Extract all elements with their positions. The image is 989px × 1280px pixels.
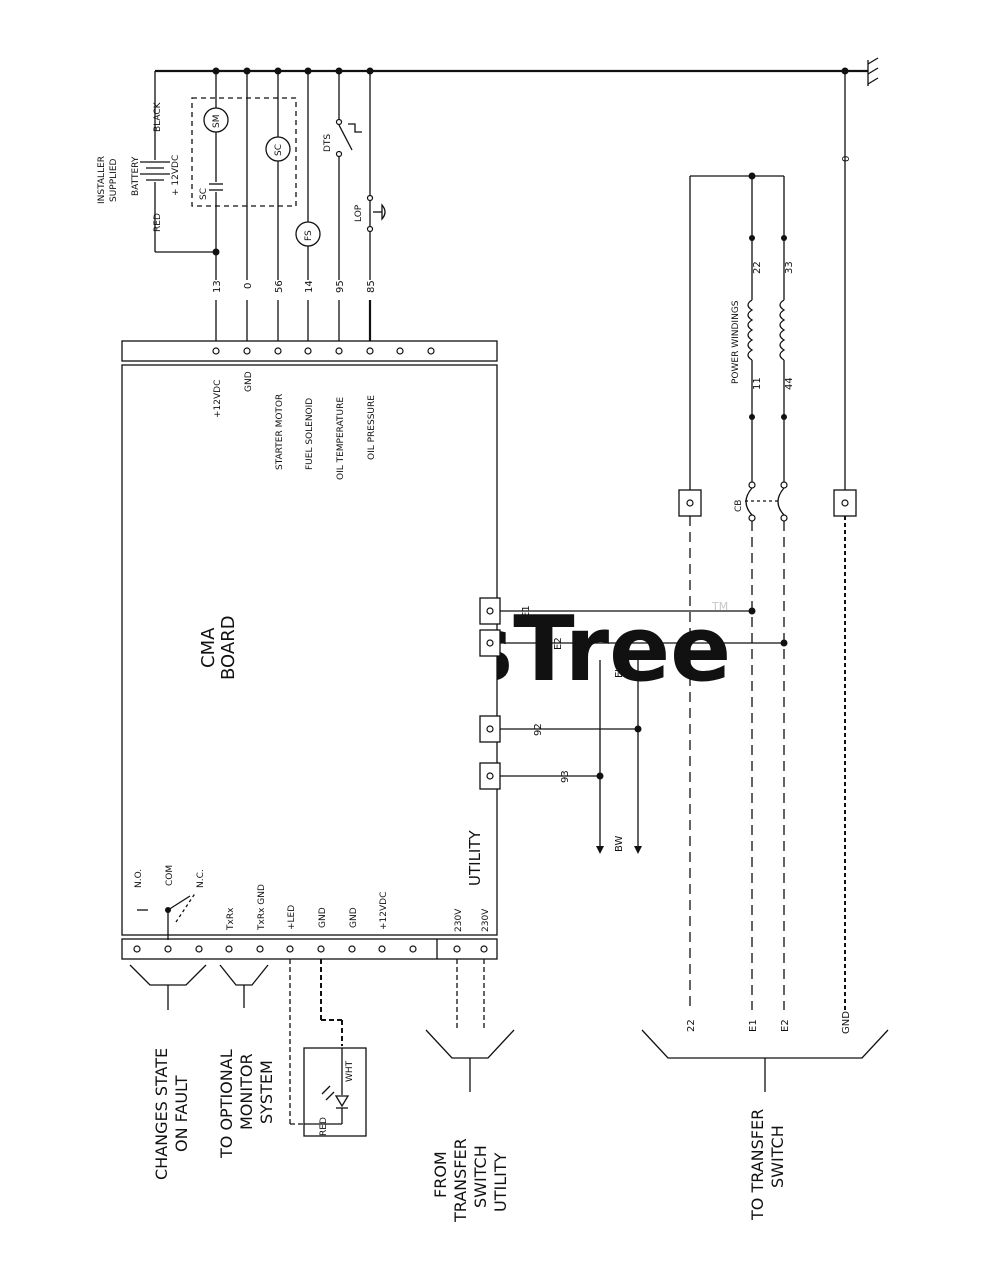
battery-installer: INSTALLER — [97, 156, 107, 204]
fault-relay-contact-icon — [137, 891, 197, 940]
windings-title: POWER WINDINGS — [731, 300, 741, 384]
monitor-line-1: TO OPTIONAL — [217, 1049, 236, 1159]
led-icon — [304, 1048, 350, 1125]
label-12vdc-bottom: +12VDC — [379, 892, 389, 930]
label-230v-2: 230V — [481, 908, 491, 932]
starter-contactor-box — [191, 97, 297, 207]
utility-label: UTILITY — [466, 829, 484, 886]
battery-supplied: SUPPLIED — [109, 158, 119, 202]
wire-95: 95 — [335, 280, 346, 293]
circuit-breaker-icon — [745, 481, 788, 522]
fault-bracket — [129, 964, 207, 1010]
battery-voltage: + 12VDC — [171, 155, 181, 196]
winding-coil-2 — [779, 299, 786, 361]
label-gnd-2: GND — [349, 907, 359, 928]
lop-switch-icon — [366, 194, 386, 233]
wire-0: 0 — [243, 283, 254, 289]
93-label: 93 — [560, 770, 571, 783]
board-title: CMA — [198, 627, 219, 668]
monitor-bracket — [219, 964, 269, 1008]
dts-label: DTS — [323, 134, 333, 152]
e2-label: E2 — [553, 637, 564, 650]
led-wht: WHT — [345, 1060, 355, 1082]
label-com: COM — [165, 865, 175, 886]
pin-label-oil-temperature: OIL TEMPERATURE — [336, 397, 346, 480]
winding-44: 44 — [784, 377, 795, 390]
battery-red: RED — [153, 213, 163, 232]
winding-11: 11 — [752, 377, 763, 390]
monitor-line-3: SYSTEM — [257, 1060, 276, 1124]
transfer-switch-bracket — [641, 1029, 889, 1092]
to-switch-line-2: SWITCH — [768, 1125, 787, 1188]
led-red: RED — [319, 1117, 329, 1136]
monitor-line-2: MONITOR — [237, 1053, 256, 1130]
battery-black: BLACK — [153, 101, 163, 132]
label-txrx: TxRx — [226, 907, 236, 931]
transfer-wire-22: 22 — [686, 1019, 697, 1032]
breaker-label: CB — [734, 500, 744, 512]
wire-85: 85 — [366, 280, 377, 293]
label-230v-1: 230V — [454, 908, 464, 932]
watermark-tm: TM — [711, 600, 728, 613]
label-no: N.O. — [134, 869, 144, 888]
to-switch-line-1: TO TRANSFER — [748, 1109, 767, 1221]
sc-relay-label: SC — [199, 188, 209, 200]
transfer-wire-gnd: GND — [841, 1011, 852, 1034]
battery-name: BATTERY — [131, 156, 141, 196]
sm-label: SM — [212, 115, 222, 128]
from-switch-line-2: TRANSFER — [451, 1138, 470, 1223]
winding-coil-1 — [747, 299, 754, 361]
dts-switch-icon — [335, 118, 362, 158]
ew-label: EW — [614, 662, 625, 678]
battery — [140, 90, 216, 253]
utility-bracket — [425, 1029, 515, 1092]
label-gnd-1: GND — [318, 907, 328, 928]
winding-ground-0: 0 — [841, 156, 852, 162]
ground-icon — [867, 57, 879, 86]
92-label: 92 — [533, 723, 544, 736]
from-switch-line-1: FROM — [431, 1151, 450, 1198]
transfer-wire-e1: E1 — [748, 1019, 759, 1032]
pin-label-starter-motor: STARTER MOTOR — [275, 394, 285, 470]
wire-56: 56 — [274, 280, 285, 293]
wire-13: 13 — [212, 280, 223, 293]
pin-label-oil-pressure: OIL PRESSURE — [367, 395, 377, 460]
fs-label: FS — [304, 230, 314, 241]
label-led: +LED — [287, 905, 297, 930]
sc-label: SC — [274, 144, 284, 156]
winding-33: 33 — [784, 261, 795, 274]
from-switch-line-3: SWITCH — [471, 1145, 490, 1208]
fault-line-1: CHANGES STATE — [152, 1048, 171, 1180]
e1-label: E1 — [521, 605, 532, 618]
cma-board — [121, 364, 498, 936]
lop-label: LOP — [354, 204, 364, 222]
bw-label: BW — [614, 835, 625, 852]
from-switch-line-4: UTILITY — [491, 1152, 510, 1212]
board-subtitle: BOARD — [218, 615, 239, 680]
pin-label-12vdc: +12VDC — [213, 380, 223, 418]
winding-22: 22 — [752, 261, 763, 274]
label-txrx-gnd: TxRx GND — [257, 884, 267, 931]
pin-label-fuel-solenoid: FUEL SOLENOID — [305, 398, 315, 470]
led-box — [303, 1047, 367, 1137]
pin-label-gnd: GND — [244, 371, 254, 392]
label-nc: N.C. — [196, 869, 206, 888]
wire-14: 14 — [304, 280, 315, 293]
transfer-wire-e2: E2 — [780, 1019, 791, 1032]
fault-line-2: ON FAULT — [172, 1075, 191, 1152]
bottom-connector-strip — [121, 938, 498, 960]
